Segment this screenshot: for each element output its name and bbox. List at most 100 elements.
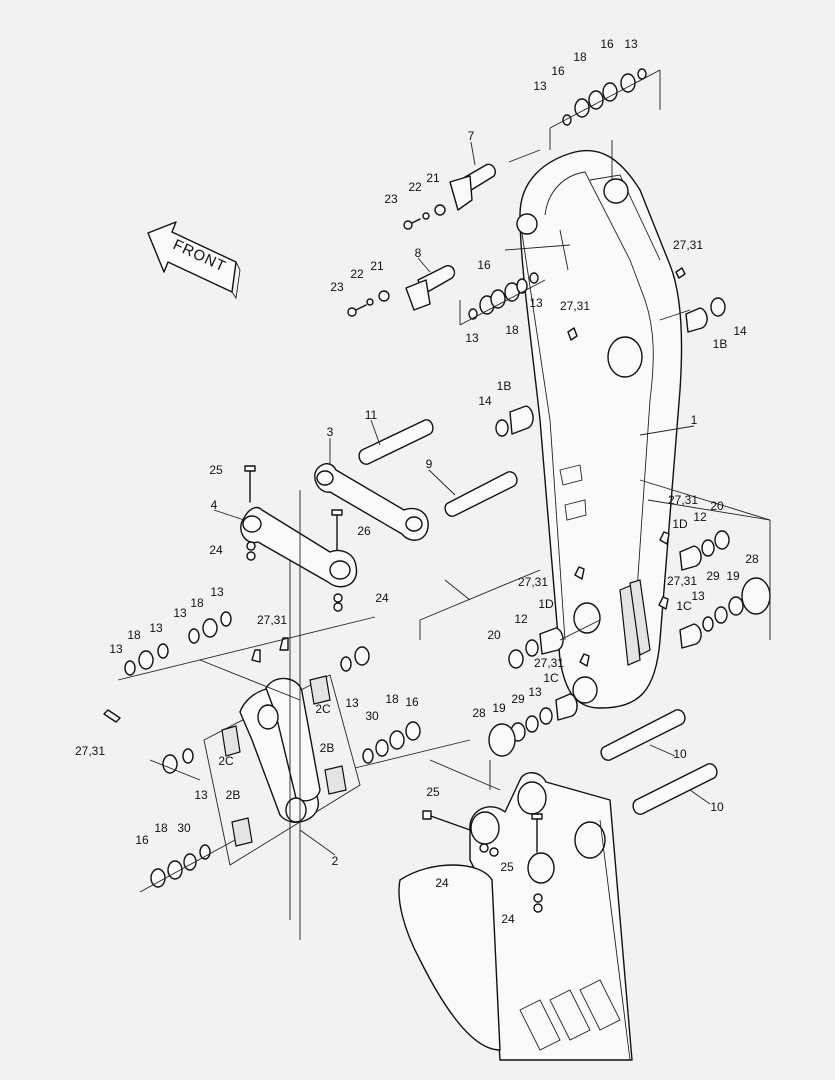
- washer-stack-center: [340, 646, 471, 769]
- callout-c-2: 2: [332, 854, 339, 868]
- bolt-23-upper: [403, 204, 446, 230]
- callout-c-16-c: 16: [477, 258, 491, 272]
- callout-c-13-k: 13: [345, 696, 359, 710]
- callout-c-28-b: 28: [472, 706, 486, 720]
- link-2: [203, 674, 361, 866]
- pin-11: [358, 419, 434, 465]
- callout-c-7: 7: [468, 129, 475, 143]
- callout-c-27-31-a: 27,31: [673, 238, 703, 252]
- callout-c-13-g: 13: [173, 606, 187, 620]
- callout-c-11: 11: [365, 408, 378, 422]
- callout-c-9: 9: [426, 457, 433, 471]
- callout-c-22-a: 22: [408, 180, 422, 194]
- washer-stack-left-upper: [117, 611, 376, 681]
- callout-c-2c-a: 2C: [315, 702, 331, 716]
- callout-c-1d-b: 1D: [538, 597, 554, 611]
- callout-c-25-a: 25: [209, 463, 223, 477]
- callout-c-18-c: 18: [190, 596, 204, 610]
- callout-c-23-a: 23: [384, 192, 398, 206]
- callout-c-24-d: 24: [501, 912, 515, 926]
- callout-c-13-d: 13: [465, 331, 479, 345]
- link-3: [314, 463, 429, 541]
- pin-10-lower: [632, 763, 718, 815]
- callout-c-2b-a: 2B: [320, 741, 335, 755]
- callout-c-2b-b: 2B: [226, 788, 241, 802]
- callout-c-3: 3: [327, 425, 334, 439]
- callout-c-18-b: 18: [505, 323, 519, 337]
- callout-c-29-b: 29: [511, 692, 525, 706]
- callout-c-20-b: 20: [487, 628, 501, 642]
- callout-c-27-31-e: 27,31: [667, 574, 697, 588]
- callout-c-20-a: 20: [710, 499, 724, 513]
- bucket: [398, 772, 633, 1061]
- washer-stack-right-1c: [647, 499, 771, 649]
- callout-c-18-e: 18: [385, 692, 399, 706]
- callout-c-1: 1: [691, 413, 698, 427]
- callout-c-13-c: 13: [529, 296, 543, 310]
- callout-c-27-31-g: 27,31: [534, 656, 564, 670]
- callout-c-12-a: 12: [693, 510, 707, 524]
- callout-c-1b-b: 1B: [497, 379, 512, 393]
- callout-c-27-31-f: 27,31: [257, 613, 287, 627]
- callout-c-14-b: 14: [478, 394, 492, 408]
- callout-c-27-31-b: 27,31: [560, 299, 590, 313]
- callout-c-1c-b: 1C: [543, 671, 559, 685]
- washer-stack-left-lower: [139, 748, 236, 893]
- callout-c-8: 8: [415, 246, 422, 260]
- callout-c-10-b: 10: [710, 800, 724, 814]
- bucket-bolts: [422, 810, 543, 913]
- washer-stack-right-1d: [679, 530, 730, 571]
- callout-c-22-b: 22: [350, 267, 364, 281]
- callout-c-24-c: 24: [435, 876, 449, 890]
- washer-stack-top: [549, 68, 661, 180]
- callout-c-13-b: 13: [533, 79, 547, 93]
- callout-c-25-c: 25: [500, 860, 514, 874]
- callout-c-27-31-h: 27,31: [75, 744, 105, 758]
- pin-10-upper: [600, 709, 686, 761]
- front-arrow-icon: [147, 221, 241, 300]
- callout-c-13-f: 13: [691, 589, 705, 603]
- grease-fittings: [103, 267, 686, 723]
- callout-c-1b-a: 1B: [713, 337, 728, 351]
- bushing-1b-right: [685, 297, 726, 333]
- link-4: [240, 506, 358, 588]
- callout-c-25-b: 25: [426, 785, 440, 799]
- callout-c-18-a: 18: [573, 50, 587, 64]
- leader-lines: [213, 141, 711, 856]
- callout-c-2c-b: 2C: [218, 754, 234, 768]
- bushing-1b-left: [495, 405, 534, 437]
- callout-c-16-b: 16: [551, 64, 565, 78]
- callout-c-18-f: 18: [154, 821, 168, 835]
- callout-c-30-a: 30: [365, 709, 379, 723]
- assembly-guide-lines: [149, 229, 771, 940]
- callout-c-27-31-c: 27,31: [668, 493, 698, 507]
- callout-c-19-a: 19: [726, 569, 740, 583]
- arm-body: [516, 149, 683, 709]
- washer-stack-mid-1d: [508, 627, 564, 669]
- callout-c-26: 26: [357, 524, 371, 538]
- callout-c-16-d: 16: [405, 695, 419, 709]
- callout-c-1d-a: 1D: [672, 517, 688, 531]
- callout-c-24-a: 24: [209, 543, 223, 557]
- callout-c-23-b: 23: [330, 280, 344, 294]
- callout-c-10-a: 10: [673, 747, 687, 761]
- callout-c-14-a: 14: [733, 324, 747, 338]
- callout-c-13-l: 13: [194, 788, 208, 802]
- washer-stack-mid: [459, 272, 546, 326]
- callout-c-1c-a: 1C: [676, 599, 692, 613]
- callout-c-27-31-d: 27,31: [518, 575, 548, 589]
- callout-c-24-b: 24: [375, 591, 389, 605]
- callout-c-13-j: 13: [528, 685, 542, 699]
- callout-c-16-a: 16: [600, 37, 614, 51]
- callout-c-13-i: 13: [109, 642, 123, 656]
- pin-8: [405, 265, 456, 311]
- callout-c-28-a: 28: [745, 552, 759, 566]
- callout-c-12-b: 12: [514, 612, 528, 626]
- pin-7: [449, 149, 541, 211]
- pin-9: [444, 471, 518, 517]
- callout-c-13-h: 13: [149, 621, 163, 635]
